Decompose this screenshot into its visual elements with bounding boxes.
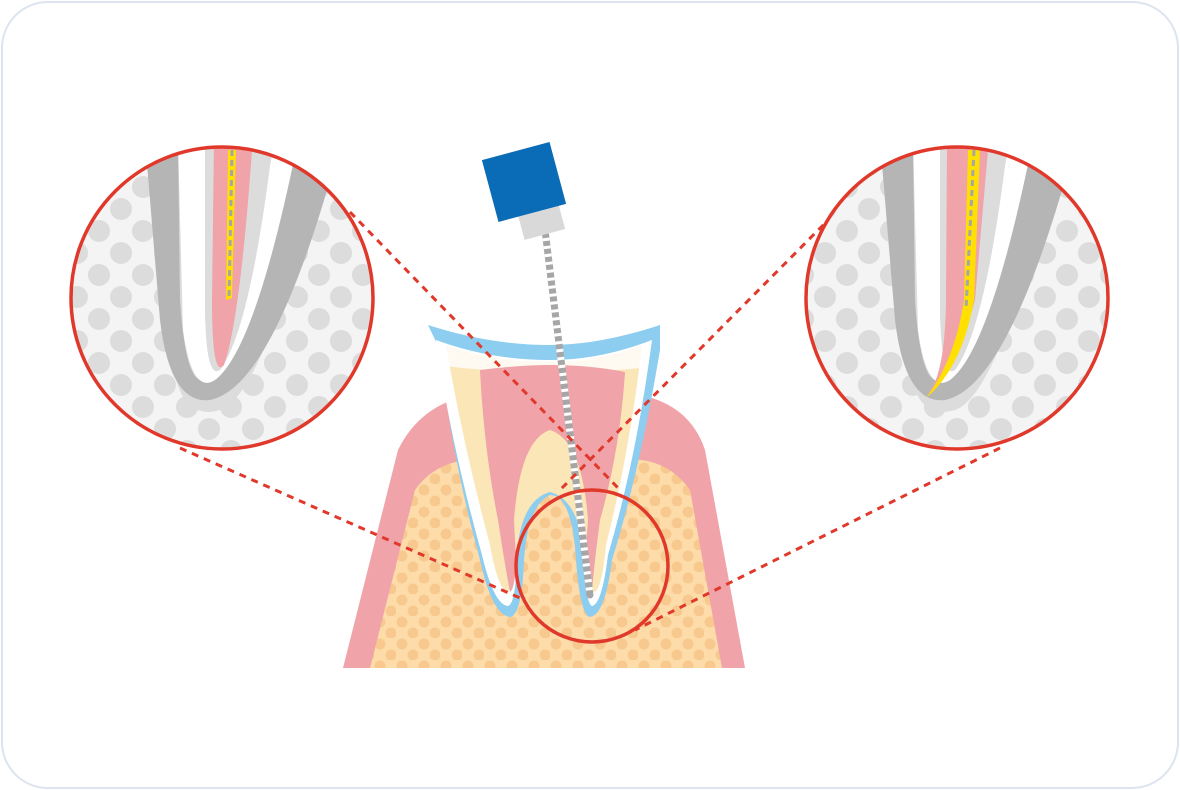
file-handle (481, 142, 567, 222)
zoom-right-light-band (940, 147, 1007, 372)
zoom-panel-left (69, 145, 375, 451)
zoom-right-border (804, 145, 1110, 451)
leader-line-left-bottom (179, 446, 521, 600)
zoom-right-canal (926, 150, 980, 398)
tooth-illustration (343, 325, 745, 668)
jaw-bone (370, 459, 722, 668)
zoom-right-white-band (913, 147, 1031, 383)
endodontic-file (481, 142, 594, 599)
furcation-outline (514, 430, 588, 560)
tooth-crown-top (436, 340, 652, 372)
file-shaft-twist (541, 229, 594, 596)
zoom-left-white-band (178, 147, 296, 383)
zoom-left-light-band (205, 147, 272, 372)
highlight-circle (514, 488, 670, 644)
zoom-left-file (227, 149, 234, 301)
zoom-panel-right (804, 145, 1110, 451)
zoom-left-border (69, 145, 375, 451)
leader-line-right-bottom (634, 446, 1001, 632)
zoom-right-file (964, 149, 976, 311)
zoom-leader-lines (179, 186, 1001, 632)
leader-line-right-top (558, 186, 862, 492)
